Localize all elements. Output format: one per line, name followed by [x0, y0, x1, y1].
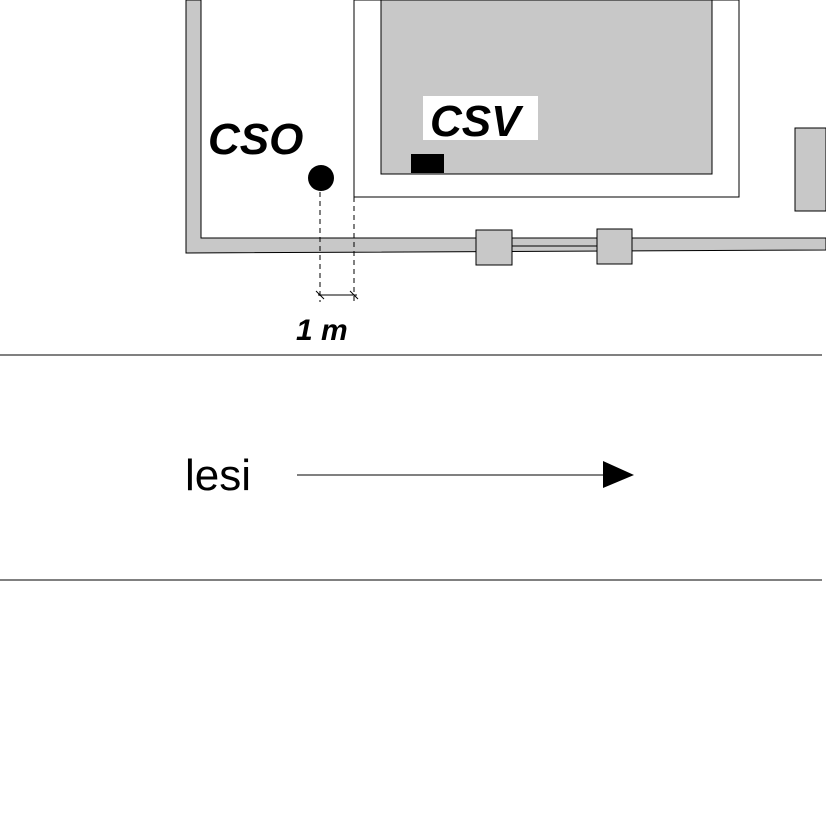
csv-building-interior [380, 0, 713, 175]
cso-point [308, 165, 334, 191]
csv-label: CSV [430, 97, 524, 146]
junction-box-2 [596, 228, 633, 265]
direction-arrow-head [603, 461, 634, 488]
junction-box-1 [475, 229, 513, 266]
direction-label: lesi [185, 451, 251, 500]
csv-marker [411, 154, 444, 173]
cso-label: CSO [208, 115, 303, 164]
l-shaped-wall [185, 0, 826, 254]
dimension-tick-right [349, 290, 359, 300]
csv-label-background [423, 96, 538, 140]
scale-label: 1 m [296, 314, 348, 347]
side-structure [794, 127, 826, 212]
dimension-tick-left [315, 290, 325, 300]
